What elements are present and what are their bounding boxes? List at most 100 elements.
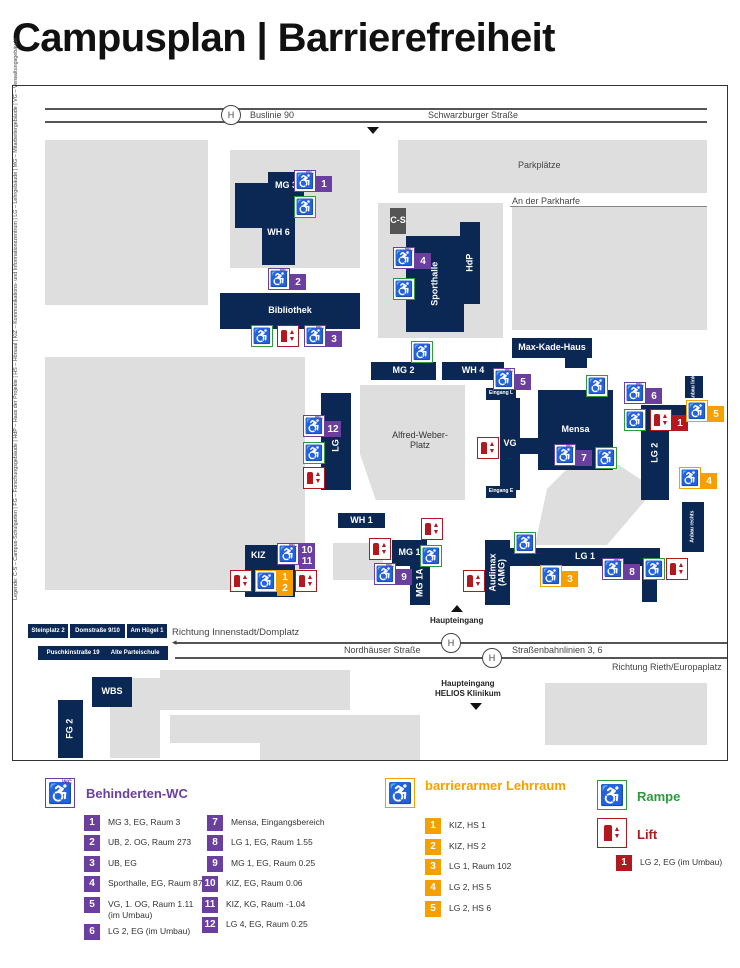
building-lg-4: LG 4 — [321, 393, 351, 490]
legend-item-text: KIZ, HS 1 — [449, 820, 486, 830]
wheelchair-wc-icon[interactable]: ♿WC — [277, 543, 299, 565]
campus-map — [12, 85, 728, 761]
legend-number-badge: 7 — [207, 815, 223, 831]
building-label: C-S — [390, 215, 406, 226]
ramp-icon[interactable]: ♿ — [411, 341, 433, 363]
lift-icon[interactable]: ▲▼ — [277, 325, 299, 347]
lift-icon[interactable]: ▲▼ — [463, 570, 485, 592]
building-label: Mensa — [561, 424, 590, 435]
ramp-icon: ♿ — [597, 780, 627, 810]
wheelchair-wc-icon[interactable]: ♿WC — [268, 268, 290, 290]
legend-number-badge: 4 — [84, 876, 100, 892]
lift-icon[interactable]: ▲▼ — [650, 409, 672, 431]
road-line — [45, 121, 707, 123]
legend-item-text: MG 1, EG, Raum 0.25 — [231, 858, 316, 868]
building-hdp: HdP — [460, 222, 480, 304]
building-label: WH 6 — [267, 226, 290, 237]
wc-icon-label: WC — [305, 170, 314, 176]
clinic-entrance-label: Haupteingang HELIOS Klinikum — [435, 679, 501, 698]
legend-number-badge: 1 — [84, 815, 100, 831]
wc-icon-label: WC — [279, 268, 288, 274]
external-building-label: Alte Parteischule — [110, 650, 160, 656]
legend-item-text: Mensa, Eingangsbereich — [231, 817, 325, 827]
wheelchair-wc-icon[interactable]: ♿WC — [493, 368, 515, 390]
tram-stop-icon: H — [482, 648, 502, 668]
accessible-lecture-room-icon: ♿ — [385, 778, 415, 808]
ramp-icon[interactable]: ♿ — [393, 278, 415, 300]
ramp-icon[interactable]: ♿ — [624, 409, 646, 431]
wheelchair-wc-icon[interactable]: ♿WC — [554, 444, 576, 466]
accessible-lecture-room-icon[interactable]: ♿ — [686, 400, 708, 422]
building-label: Eingang E — [488, 488, 514, 495]
legend-lift-title: Lift — [637, 827, 658, 842]
building-label: MG 1 — [398, 547, 421, 558]
building-label: MG 3 — [274, 180, 297, 191]
marker-number-badge: 7 — [576, 450, 592, 466]
lift-icon[interactable]: ▲▼ — [303, 467, 325, 489]
wheelchair-wc-icon[interactable]: ♿WC — [624, 382, 646, 404]
accessible-lecture-room-icon[interactable]: ♿ — [679, 467, 701, 489]
page-title: Campusplan | Barrierefreiheit — [12, 16, 555, 60]
building-label: WH 1 — [350, 514, 373, 525]
main-entrance-arrow-icon — [451, 605, 463, 612]
ramp-icon[interactable]: ♿ — [294, 196, 316, 218]
marker-number-badge: 4 — [415, 253, 431, 269]
parking-area — [398, 140, 707, 193]
bus-line-label: Buslinie 90 — [250, 110, 295, 120]
ramp-icon[interactable]: ♿ — [586, 375, 608, 397]
lift-icon[interactable]: ▲▼ — [295, 570, 317, 592]
building-label: Sporthalle — [429, 261, 440, 307]
lift-icon[interactable]: ▲▼ — [369, 538, 391, 560]
legend-item-text: LG 1, Raum 102 — [449, 861, 512, 871]
lift-icon[interactable]: ▲▼ — [421, 518, 443, 540]
wheelchair-wc-icon[interactable]: ♿WC — [304, 325, 326, 347]
wheelchair-wc-icon[interactable]: ♿WC — [393, 247, 415, 269]
area — [545, 683, 707, 745]
wc-icon-label: WC — [635, 382, 644, 388]
lift-icon[interactable]: ▲▼ — [666, 558, 688, 580]
road-line — [510, 206, 707, 207]
wc-icon-label: WC — [315, 325, 324, 331]
legend-item: 5 VG, 1. OG, Raum 1.11 (im Umbau) — [84, 897, 193, 920]
building-label: WH 4 — [461, 365, 485, 376]
wc-icon-label: WC — [613, 558, 622, 564]
marker-number-badge: 8 — [624, 564, 640, 580]
ramp-icon[interactable]: ♿ — [595, 447, 617, 469]
accessible-lecture-room-icon[interactable]: ♿ — [255, 570, 277, 592]
building-label: LG 2 — [649, 442, 660, 463]
legend-lehrraum-title: barrierarmer Lehrraum — [425, 778, 566, 793]
wheelchair-wc-icon[interactable]: ♿WC — [303, 415, 325, 437]
wc-icon-label: WC — [504, 368, 513, 374]
legend-number-badge: 3 — [425, 859, 441, 875]
parking-label: Parkplätze — [518, 160, 561, 170]
ramp-icon[interactable]: ♿ — [643, 558, 665, 580]
ramp-icon[interactable]: ♿ — [251, 325, 273, 347]
wheelchair-wc-icon[interactable]: ♿WC — [374, 563, 396, 585]
building-label: Anbau links — [690, 372, 697, 402]
building-wing — [518, 438, 542, 454]
legend-number-badge: 1 — [616, 855, 632, 871]
wheelchair-wc-icon[interactable]: ♿WC — [294, 170, 316, 192]
ramp-icon[interactable]: ♿ — [420, 545, 442, 567]
legend-number-badge: 5 — [84, 897, 100, 913]
building-anbau-rechts: Anbau rechts — [682, 502, 704, 552]
legend-number-badge: 9 — [207, 856, 223, 872]
wheelchair-wc-icon[interactable]: ♿WC — [602, 558, 624, 580]
street-label: An der Parkharfe — [512, 196, 581, 206]
legend-ramp-title: Rampe — [637, 789, 681, 804]
ramp-icon[interactable]: ♿ — [514, 532, 536, 554]
accessible-lecture-room-icon[interactable]: ♿ — [540, 565, 562, 587]
lift-icon[interactable]: ▲▼ — [230, 570, 252, 592]
wc-icon-label: WC — [565, 444, 574, 450]
ramp-icon[interactable]: ♿ — [303, 442, 325, 464]
legend-item-text: MG 3, EG, Raum 3 — [108, 817, 181, 827]
legend-item-text: VG, 1. OG, Raum 1.11 (im Umbau) — [108, 899, 194, 920]
lift-icon[interactable]: ▲▼ — [477, 437, 499, 459]
area — [160, 670, 350, 710]
